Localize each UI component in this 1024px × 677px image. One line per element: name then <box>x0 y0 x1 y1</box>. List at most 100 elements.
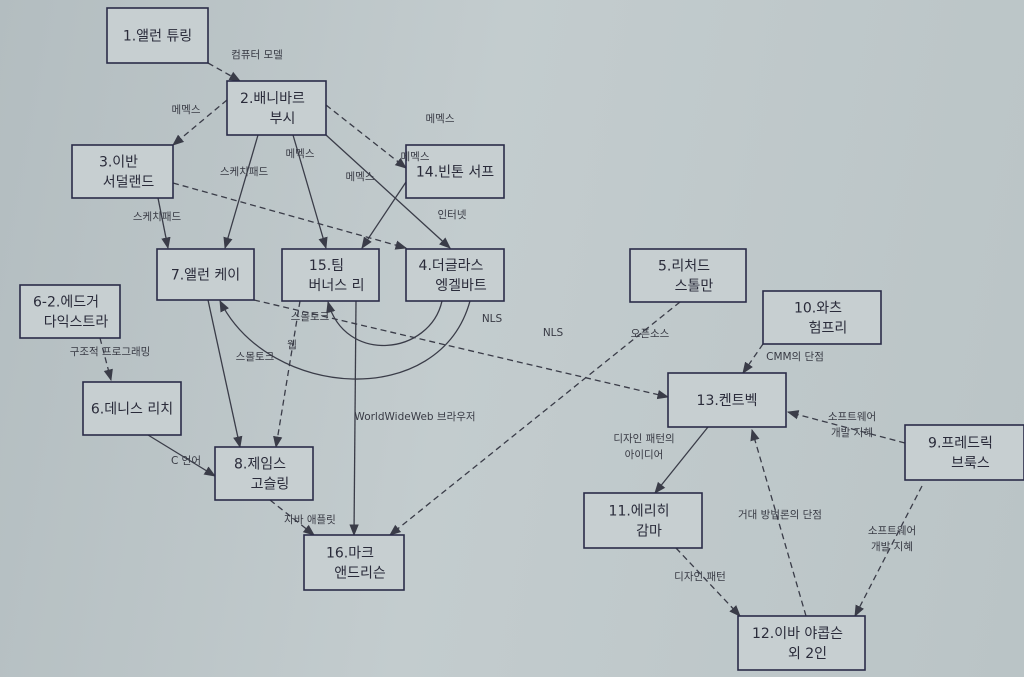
edge-2-to-14 <box>325 104 407 169</box>
node-label: 엥겔바트 <box>435 278 487 294</box>
edge-label: NLS <box>482 313 503 325</box>
edge-label: 스몰토크 <box>236 351 275 363</box>
node-label: 6.데니스 리치 <box>91 402 173 418</box>
node-label: 6-2.에드거 <box>33 295 99 311</box>
node-label: 14.빈톤 서프 <box>416 165 494 181</box>
node-label: 버너스 리 <box>309 278 365 294</box>
node-label: 스톨만 <box>675 279 714 295</box>
edge-label: 메멕스 <box>286 148 315 160</box>
node-label: 고슬링 <box>251 477 290 493</box>
edge-label: 메멕스 <box>401 151 430 163</box>
node-box <box>71 144 174 199</box>
edge-1-to-2 <box>207 62 242 82</box>
node-label: 다익스트라 <box>44 315 109 331</box>
node-label: 감마 <box>636 524 662 540</box>
node-label: 12.이바 야콥슨 <box>752 626 843 642</box>
node-label: 8.제임스 <box>234 457 286 473</box>
edge-2-to-15 <box>292 134 328 250</box>
edge-label: 아이디어 <box>625 449 664 461</box>
edge-label: 인터넷 <box>438 209 467 221</box>
node-label: 험프리 <box>809 321 848 337</box>
edge-6-2-to-6 <box>99 337 113 382</box>
edge-label: 소프트웨어 <box>828 411 876 423</box>
node-label: 5.리처드 <box>658 259 710 275</box>
node-box <box>226 80 327 136</box>
edge-2-to-7 <box>223 134 259 250</box>
edge-label: 디자인 패턴 <box>674 571 726 583</box>
edge-label: 거대 방법론의 단점 <box>738 509 822 521</box>
node-box <box>583 492 703 549</box>
edge-label: NLS <box>543 327 564 339</box>
node-label: 1.앨런 튜링 <box>123 29 192 45</box>
node-box <box>762 290 882 345</box>
node-label: 9.프레드릭 <box>928 436 993 452</box>
edge-label: CMM의 단점 <box>766 351 824 363</box>
edge-13-to-11 <box>654 426 709 494</box>
node-box <box>904 424 1024 481</box>
node-label: 16.마크 <box>326 546 374 562</box>
node-6: 6.데니스 리치 <box>82 381 182 436</box>
node-label: 10.와츠 <box>794 301 842 317</box>
edge-label: 웹 <box>287 339 297 351</box>
node-13: 13.켄트벡 <box>667 372 787 428</box>
edge-label: 스케치패드 <box>133 211 182 223</box>
node-label: 4.더글라스 <box>419 258 484 274</box>
edge-9-to-13 <box>786 410 906 444</box>
edge-4-to-7 <box>219 299 471 380</box>
edge-label: 소프트웨어 <box>868 525 916 537</box>
node-box <box>405 248 505 302</box>
node-7: 7.앨런 케이 <box>156 248 255 301</box>
node-box <box>667 372 787 428</box>
node-box <box>19 284 121 339</box>
node-box <box>82 381 182 436</box>
node-label: 외 2인 <box>788 646 827 662</box>
edge-15-to-8 <box>273 300 301 449</box>
edge-11-to-12 <box>675 547 741 617</box>
edge-14-to-15 <box>361 181 407 249</box>
node-label: 7.앨런 케이 <box>171 268 240 284</box>
node-box <box>737 615 866 671</box>
node-label: 11.에리히 <box>609 504 670 520</box>
edge-label: 개발 지혜 <box>831 427 873 439</box>
edge-9-to-12 <box>854 485 923 618</box>
edge-2-to-4 <box>325 134 451 249</box>
node-box <box>106 7 209 64</box>
node-label: 2.배니바르 <box>240 91 305 107</box>
edge-label: 자바 애플릿 <box>284 514 336 526</box>
node-label: 13.켄트벡 <box>697 393 758 409</box>
edge-label: 메멕스 <box>346 171 375 183</box>
edge-label: 개발 지혜 <box>871 541 913 553</box>
node-label: 부시 <box>270 111 296 127</box>
edge-2-to-3 <box>172 99 228 146</box>
node-1: 1.앨런 튜링 <box>106 7 209 64</box>
edge-label: 구조적 프로그래밍 <box>70 346 151 358</box>
edge-label: 메멕스 <box>172 104 201 116</box>
edge-3-to-4 <box>172 182 408 250</box>
edge-3-to-7 <box>157 197 171 250</box>
node-box <box>156 248 255 301</box>
edge-label: WorldWideWeb 브라우저 <box>354 411 475 423</box>
edge-label: 스케치패드 <box>220 166 269 178</box>
edge-4-to-15 <box>326 300 443 347</box>
edge-label: C 언어 <box>171 455 201 467</box>
edge-label: 메멕스 <box>426 113 455 125</box>
node-label: 15.팀 <box>309 258 344 274</box>
edge-label: 디자인 패턴의 <box>613 433 674 445</box>
edge-10-to-13 <box>742 343 764 374</box>
edge-label: 컴퓨터 모델 <box>231 49 283 61</box>
edge-7-to-13 <box>253 299 670 400</box>
edge-15-to-16 <box>349 300 359 537</box>
edge-6-to-8 <box>147 434 216 477</box>
